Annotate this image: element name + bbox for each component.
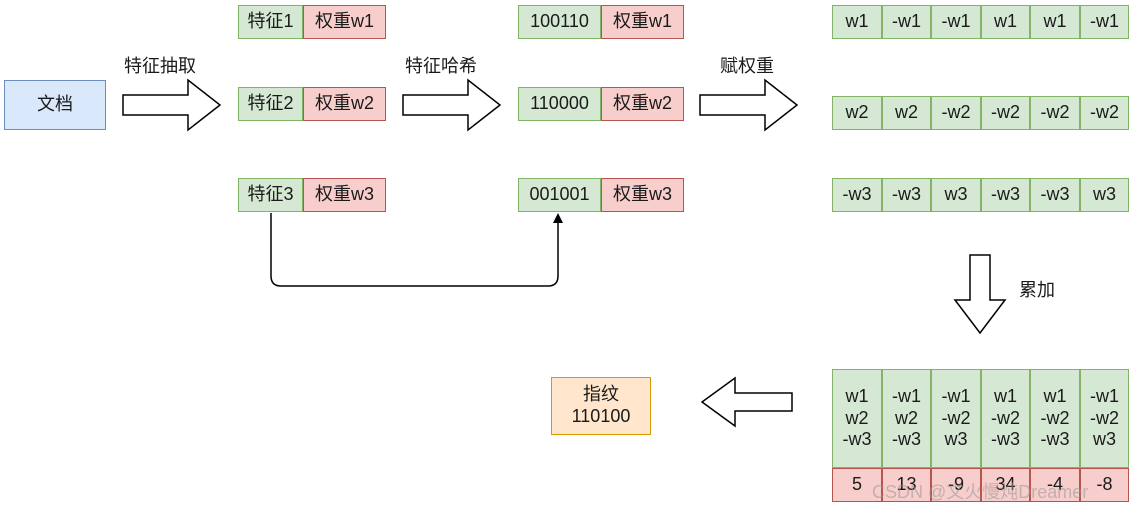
- weighted-cell: w1: [1030, 5, 1080, 39]
- sum-column: -w1 -w2 w3: [1080, 369, 1129, 468]
- hash-weight: 权重w2: [601, 87, 684, 121]
- feature-name: 特征1: [238, 5, 303, 39]
- sum-term: -w2: [990, 407, 1020, 428]
- extract-arrow: [122, 78, 222, 132]
- sum-term: w1: [993, 386, 1017, 407]
- feature-name: 特征3: [238, 178, 303, 212]
- watermark: CSDN @文火慢炖Dreamer: [872, 482, 1089, 502]
- weighted-cell: -w1: [882, 5, 931, 39]
- sum-value: -8: [1080, 468, 1129, 502]
- sum-term: w3: [944, 429, 968, 450]
- weighted-cell: -w1: [1080, 5, 1129, 39]
- sum-term: -w1: [1089, 386, 1119, 407]
- sum-value: -4: [1030, 468, 1080, 502]
- weighted-cell: -w2: [931, 96, 981, 130]
- weighted-cell: -w3: [882, 178, 931, 212]
- sum-term: -w3: [891, 429, 921, 450]
- weighted-cell: w2: [882, 96, 931, 130]
- fingerprint-arrow: [700, 376, 793, 428]
- hash-weight: 权重w3: [601, 178, 684, 212]
- hash-value: 110000: [518, 87, 601, 121]
- sum-term: w1: [845, 386, 869, 407]
- sum-term: -w1: [891, 386, 921, 407]
- sum-column: w1 -w2 -w3: [1030, 369, 1080, 468]
- document-box: 文档: [4, 80, 106, 130]
- feature-weight: 权重w2: [303, 87, 386, 121]
- fingerprint-title: 指纹: [583, 384, 619, 405]
- weighted-cell: w3: [931, 178, 981, 212]
- weighted-cell: -w2: [981, 96, 1030, 130]
- weighted-cell: w2: [832, 96, 882, 130]
- sum-term: w2: [845, 407, 869, 428]
- hash-label: 特征哈希: [405, 56, 477, 76]
- extract-label: 特征抽取: [124, 56, 196, 76]
- sum-column: -w1 -w2 w3: [931, 369, 981, 468]
- sum-term: -w3: [1040, 429, 1070, 450]
- sum-term: -w2: [1040, 407, 1070, 428]
- fingerprint-value: 110100: [571, 406, 631, 426]
- sum-term: -w3: [990, 429, 1020, 450]
- sum-column: w1 w2 -w3: [832, 369, 882, 468]
- sum-value: 34: [981, 468, 1030, 502]
- sum-column: -w1 w2 -w3: [882, 369, 931, 468]
- feature-weight: 权重w3: [303, 178, 386, 212]
- feature-name: 特征2: [238, 87, 303, 121]
- weighted-cell: w3: [1080, 178, 1129, 212]
- sum-term: -w3: [842, 429, 872, 450]
- accumulate-label: 累加: [1019, 280, 1055, 300]
- feature3-to-hash-connector: [270, 213, 563, 287]
- sum-term: -w2: [1089, 407, 1119, 428]
- weighted-cell: -w1: [931, 5, 981, 39]
- fingerprint-box: 指纹 110100: [551, 377, 651, 435]
- hash-value: 001001: [518, 178, 601, 212]
- weighted-cell: w1: [832, 5, 882, 39]
- hash-arrow: [402, 78, 502, 132]
- document-label: 文档: [37, 94, 73, 115]
- sum-term: -w1: [941, 386, 971, 407]
- weighted-cell: -w2: [1080, 96, 1129, 130]
- weighted-cell: w1: [981, 5, 1030, 39]
- weight-label: 赋权重: [720, 56, 774, 76]
- weighted-cell: -w3: [1030, 178, 1080, 212]
- sum-value: 13: [882, 468, 931, 502]
- sum-value: 5: [832, 468, 882, 502]
- hash-value: 100110: [518, 5, 601, 39]
- accumulate-arrow: [953, 254, 1007, 335]
- sum-value: -9: [931, 468, 981, 502]
- feature-weight: 权重w1: [303, 5, 386, 39]
- weighted-cell: -w2: [1030, 96, 1080, 130]
- sum-term: -w2: [941, 407, 971, 428]
- weight-arrow: [699, 78, 799, 132]
- weighted-cell: -w3: [981, 178, 1030, 212]
- sum-term: w3: [1092, 429, 1116, 450]
- sum-column: w1 -w2 -w3: [981, 369, 1030, 468]
- hash-weight: 权重w1: [601, 5, 684, 39]
- sum-term: w1: [1043, 386, 1067, 407]
- weighted-cell: -w3: [832, 178, 882, 212]
- sum-term: w2: [894, 407, 918, 428]
